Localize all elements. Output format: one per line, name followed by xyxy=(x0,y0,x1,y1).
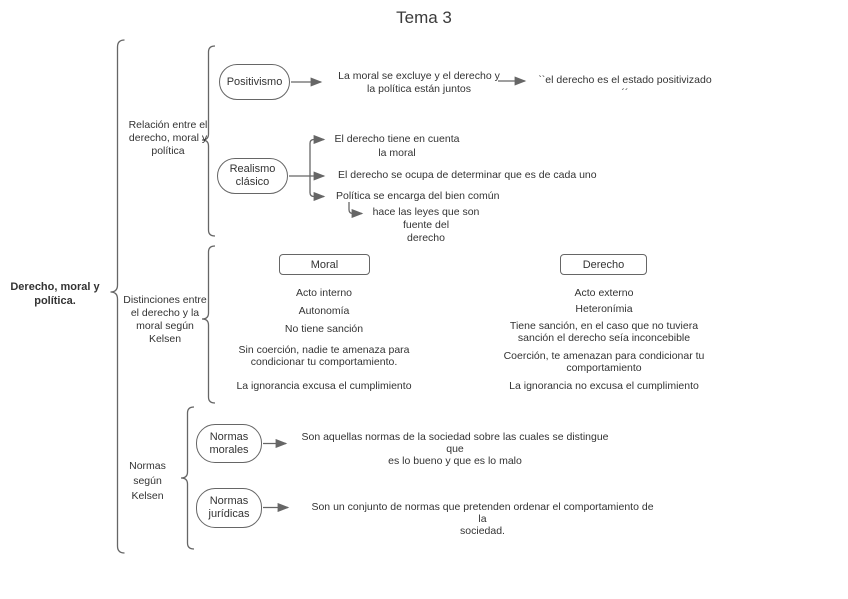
brace-normas xyxy=(180,406,195,550)
node-normas-morales: Normas morales xyxy=(196,424,262,463)
root-node-label: Derecho, moral y política. xyxy=(10,281,100,307)
realismo-item: El derecho tiene en cuenta la moral xyxy=(334,133,460,159)
section-label-relacion: Relación entre el derecho, moral y polít… xyxy=(128,119,208,157)
header-moral: Moral xyxy=(279,254,370,275)
moral-item: La ignorancia excusa el cumplimiento xyxy=(236,380,412,392)
brace-distinciones xyxy=(201,245,216,404)
positivismo-quote: ``el derecho es el estado positivizado´´ xyxy=(538,74,712,99)
derecho-item: Coerción, te amenazan para condicionar t… xyxy=(503,350,705,374)
normas-morales-description: Son aquellas normas de la sociedad sobre… xyxy=(301,431,609,467)
derecho-item: Heteronímia xyxy=(575,303,633,315)
arrow-realismo-bottom xyxy=(309,176,326,202)
arrow-realismo-top xyxy=(309,134,326,176)
derecho-item: Acto externo xyxy=(574,287,634,299)
section-label-distinciones: Distinciones entre el derecho y la moral… xyxy=(123,294,207,345)
moral-item: Autonomía xyxy=(298,305,350,317)
realismo-sub-item: hace las leyes que son fuente del derech… xyxy=(372,206,480,244)
brace-root xyxy=(110,39,125,554)
section-label-normas: Normas según Kelsen xyxy=(129,460,166,502)
header-derecho: Derecho xyxy=(560,254,647,275)
moral-item: Sin coerción, nadie te amenaza para cond… xyxy=(238,344,410,368)
page-title: Tema 3 xyxy=(396,8,452,27)
derecho-item: La ignorancia no excusa el cumplimiento xyxy=(509,380,699,392)
node-realismo-clasico: Realismo clásico xyxy=(217,158,288,194)
brace-relacion xyxy=(201,45,216,237)
node-positivismo: Positivismo xyxy=(219,64,290,100)
arrow-politica-sub xyxy=(348,202,364,219)
realismo-item: Política se encarga del bien común xyxy=(336,190,500,202)
realismo-item: El derecho se ocupa de determinar que es… xyxy=(338,169,597,181)
moral-item: No tiene sanción xyxy=(284,323,364,335)
positivismo-description: La moral se excluye y el derecho y la po… xyxy=(338,70,500,95)
derecho-item: Tiene sanción, en el caso que no tuviera… xyxy=(509,320,699,344)
normas-juridicas-description: Son un conjunto de normas que pretenden … xyxy=(311,501,654,537)
moral-item: Acto interno xyxy=(295,287,353,299)
node-normas-juridicas: Normas jurídicas xyxy=(196,488,262,528)
